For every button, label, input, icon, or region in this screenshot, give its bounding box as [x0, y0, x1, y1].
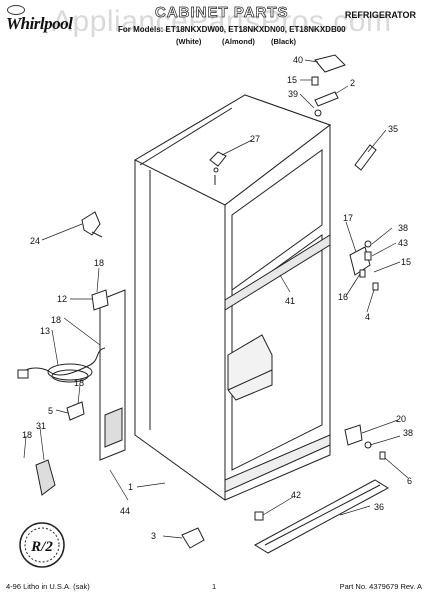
footer-print-info: 4-96 Litho in U.S.A. (sak) — [6, 582, 90, 591]
callout-44: 44 — [120, 506, 131, 516]
parts — [17, 54, 389, 554]
callout-35: 35 — [388, 124, 399, 134]
footer-part-number: Part No. 4379679 Rev. A — [339, 582, 422, 591]
side-plate — [99, 289, 126, 461]
callout-18b: 18 — [51, 315, 62, 325]
callout-17: 17 — [343, 213, 354, 223]
callout-20: 20 — [396, 414, 407, 424]
callout-40: 40 — [293, 55, 304, 65]
callout-16: 16 — [338, 292, 349, 302]
color-label-black: (Black) — [271, 37, 297, 46]
callout-18d: 18 — [22, 430, 33, 440]
page-title: CABINET PARTS — [155, 4, 289, 22]
color-label-almond: (Almond) — [222, 37, 255, 46]
callout-15b: 15 — [401, 257, 412, 267]
callout-18a: 18 — [94, 258, 105, 268]
callout-18c: 18 — [74, 378, 85, 388]
callout-1: 1 — [128, 482, 134, 492]
callout-4: 4 — [365, 312, 371, 322]
leader-lines — [23, 59, 409, 539]
page-number: 1 — [212, 582, 217, 591]
brand-logo: Whirlpool — [6, 14, 73, 33]
callout-27: 27 — [250, 134, 261, 144]
callout-39: 39 — [288, 89, 299, 99]
callout-41: 41 — [285, 296, 296, 306]
callout-13: 13 — [40, 326, 51, 336]
rating-seal: R/2 — [19, 522, 65, 568]
cabinet-body — [133, 94, 332, 501]
callout-38b: 38 — [403, 428, 414, 438]
color-label-white: (White) — [176, 37, 202, 46]
seal-text: R/2 — [30, 539, 53, 555]
doc-category: REFRIGERATOR — [344, 10, 416, 20]
callout-43: 43 — [398, 238, 409, 248]
callout-15a: 15 — [287, 75, 298, 85]
model-line: For Models: ET18NKXDW00, ET18NKXDN00, ET… — [118, 25, 346, 34]
callout-2: 2 — [350, 78, 356, 88]
callout-36: 36 — [374, 502, 385, 512]
callout-3: 3 — [151, 531, 157, 541]
callout-38a: 38 — [398, 223, 409, 233]
callout-31: 31 — [36, 421, 47, 431]
callout-5: 5 — [48, 406, 54, 416]
callout-6: 6 — [407, 476, 413, 486]
callout-12: 12 — [57, 294, 68, 304]
brand-badge — [7, 5, 25, 15]
watermark: AppliancePartsPros.com — [52, 5, 392, 38]
callout-24: 24 — [30, 236, 41, 246]
callout-42: 42 — [291, 490, 302, 500]
